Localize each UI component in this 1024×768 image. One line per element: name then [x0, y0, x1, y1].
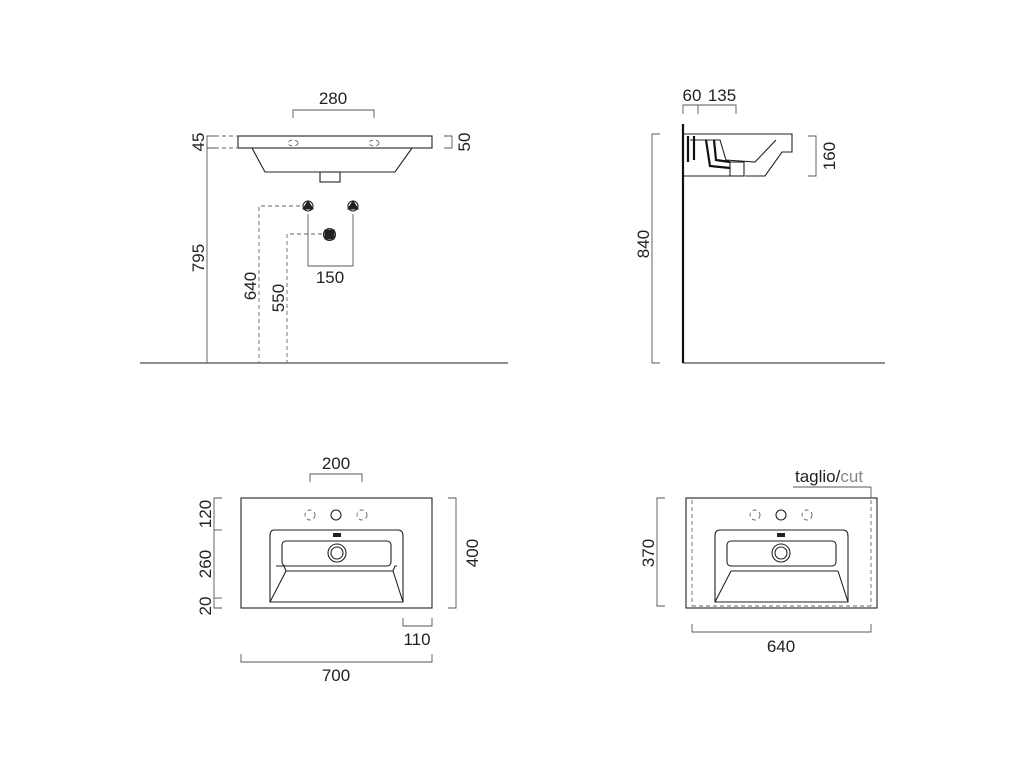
- dim-line-840: [651, 133, 660, 364]
- dim-line-640-cut: [691, 624, 872, 633]
- dim-supply-height: 640: [241, 272, 260, 300]
- dim-basin-depth: 160: [820, 142, 839, 170]
- cut-tap-hole-center: [775, 509, 787, 521]
- cut-tap-hole-left: [749, 509, 761, 521]
- supply-marker-left-ring: [302, 200, 314, 212]
- dim-holes-spacing-top: 200: [322, 454, 350, 473]
- dim-line-200: [309, 473, 363, 482]
- side-view: 280 45 50 795 640 550 150: [140, 89, 508, 364]
- supply-marker-right: [347, 199, 359, 210]
- dim-line-700: [240, 654, 433, 663]
- dim-line-60: [682, 104, 699, 114]
- dim-rim-thickness: 50: [455, 133, 474, 152]
- siphon-wall-pipe: [686, 136, 696, 162]
- dim-depth-top: 400: [463, 539, 482, 567]
- tap-hole-left-top: [304, 509, 316, 521]
- dim-hole-offset: 135: [708, 86, 736, 105]
- dim-supply-spacing: 150: [316, 268, 344, 287]
- basin-rim: [237, 135, 433, 149]
- basin-body: [251, 147, 413, 173]
- dim-rim-height: 45: [189, 133, 208, 152]
- dim-holes-spacing: 280: [319, 89, 347, 108]
- basin-profile-inner: [690, 139, 777, 163]
- dim-line-370: [656, 497, 665, 607]
- dim-line-400: [448, 497, 457, 609]
- dim-line-50: [444, 135, 453, 149]
- cut-basin-bowl-slope: [714, 570, 849, 603]
- dim-back-rim: 120: [196, 500, 215, 528]
- cut-overflow-slot: [777, 533, 785, 537]
- dim-line-550: [286, 233, 322, 363]
- dim-side-offset: 110: [403, 630, 430, 649]
- cut-label: taglio/cut: [795, 467, 863, 486]
- dim-front-rim: 20: [196, 597, 215, 616]
- dim-total-height-profile: 840: [634, 230, 653, 258]
- dim-line-45: [206, 135, 215, 149]
- cut-tap-hole-right: [801, 509, 813, 521]
- cut-drain-hole-inner: [774, 546, 788, 560]
- top-view: 200 120 260 20 400 110 700: [196, 454, 482, 685]
- overflow-slot: [333, 533, 341, 537]
- dim-line-left-chain: [213, 497, 222, 609]
- tap-hole-center-top: [330, 509, 342, 521]
- tap-hole-right: [368, 139, 380, 147]
- dim-drain-height: 550: [269, 284, 288, 312]
- supply-marker-left: [302, 199, 314, 210]
- dim-line-160: [808, 135, 817, 177]
- dim-basin-depth-top: 260: [196, 550, 215, 578]
- drain-outlet: [319, 171, 341, 183]
- dim-line-280: [292, 109, 375, 118]
- dim-depth-cut: 370: [639, 539, 658, 567]
- basin-bowl-slope: [269, 570, 404, 603]
- tap-hole-right-top: [356, 509, 368, 521]
- dim-line-135: [698, 104, 737, 114]
- basin-bowl-shelf: [276, 565, 397, 572]
- drain-hole-inner: [330, 546, 344, 560]
- dim-width-top: 700: [322, 666, 350, 685]
- cut-view: taglio/cut 370 640: [639, 467, 878, 656]
- cut-label-it: taglio/: [795, 467, 841, 486]
- siphon-pipe: [704, 139, 731, 170]
- supply-marker-right-ring: [347, 200, 359, 212]
- drain-marker-ring: [322, 227, 337, 242]
- dim-wall-offset: 60: [683, 86, 702, 105]
- dim-line-110: [402, 618, 433, 627]
- cut-label-en: cut: [840, 467, 863, 486]
- dim-total-height: 795: [189, 244, 208, 272]
- dim-line-150: [307, 214, 354, 267]
- siphon-trap: [729, 161, 745, 177]
- dim-width-cut: 640: [767, 637, 795, 656]
- basin-profile-outer: [683, 133, 793, 177]
- drain-marker: [324, 229, 335, 240]
- profile-view: 60 135 160 840: [634, 86, 885, 364]
- tap-hole-left: [287, 139, 299, 147]
